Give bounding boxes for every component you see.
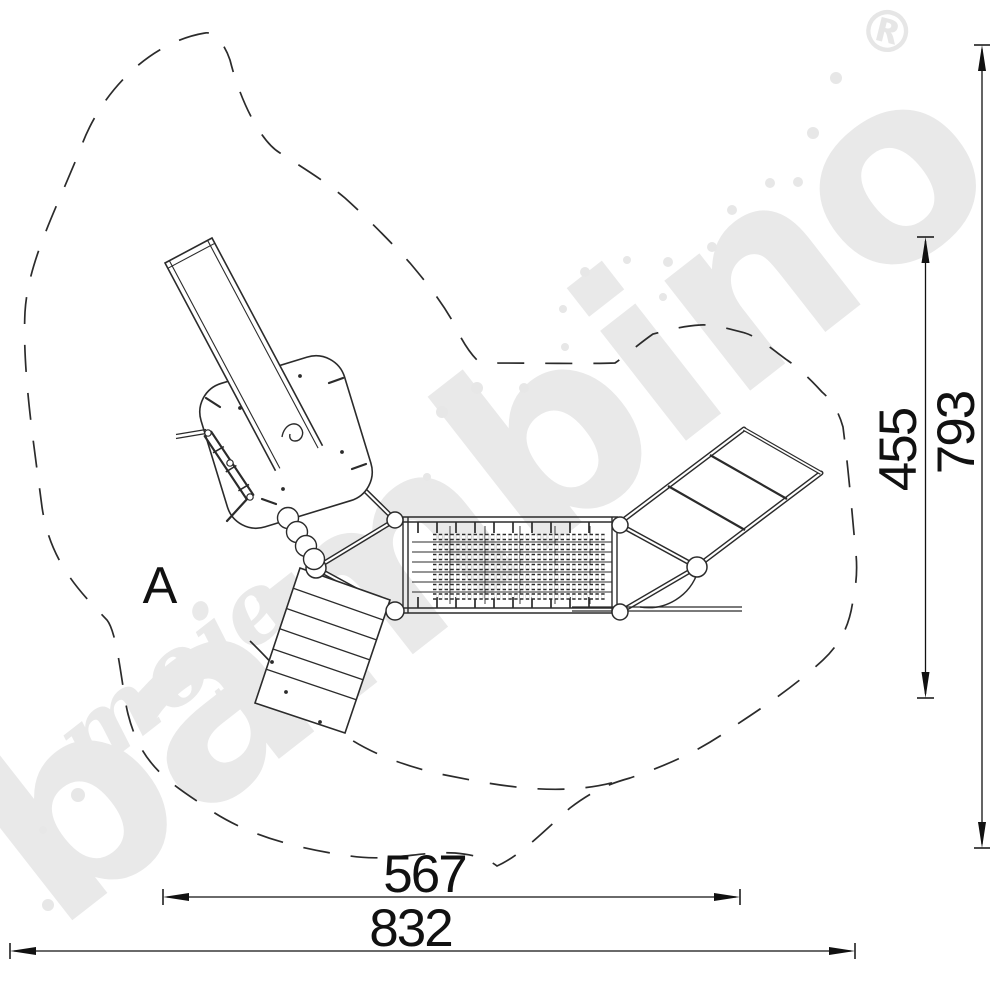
dimension-label-horizontal-outer: 832 (369, 899, 453, 958)
entry-ladder (175, 428, 255, 523)
post-balls (305, 511, 708, 621)
dimension-label-horizontal-inner: 567 (383, 845, 467, 904)
dimension-lines (9, 44, 990, 959)
area-label: A (142, 557, 178, 615)
watermark-dots (39, 72, 842, 911)
chain-links (276, 506, 326, 571)
slide (163, 236, 324, 472)
climbing-frame (667, 427, 822, 531)
platform-details (204, 374, 368, 506)
dimension-label-vertical-outer: 793 (926, 391, 986, 475)
steps-ramp (253, 566, 392, 735)
safety-zone-outline (23, 32, 858, 867)
net-bridge (398, 516, 618, 614)
